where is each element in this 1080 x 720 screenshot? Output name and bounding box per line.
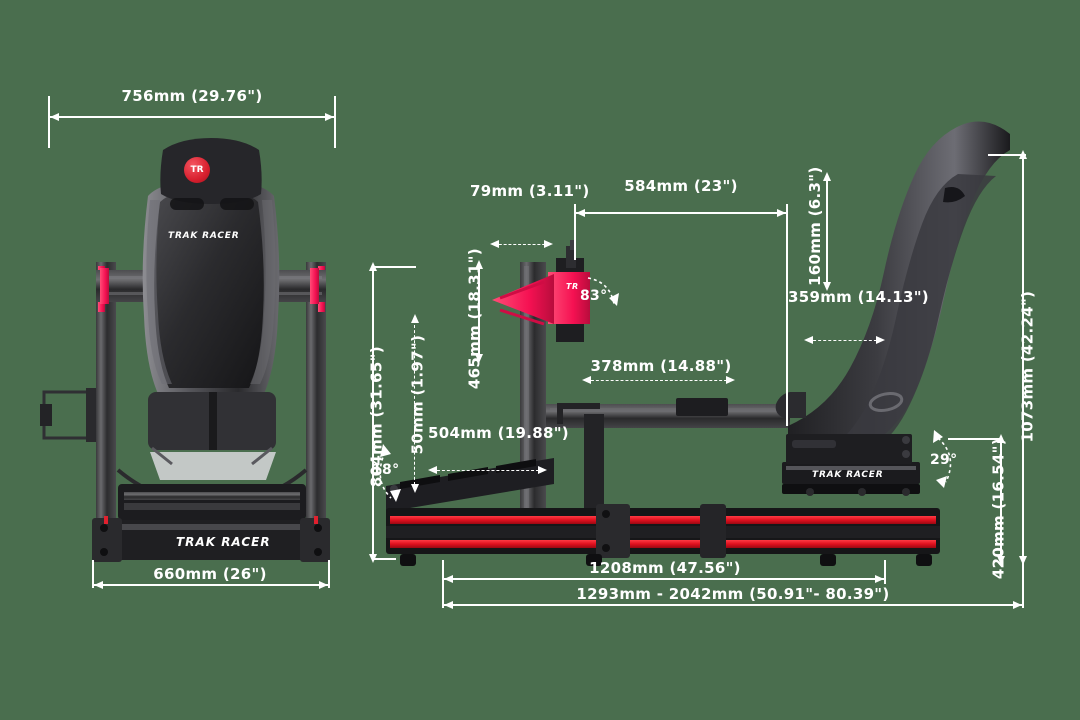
arrow-756-left [50,113,59,121]
dimline-420 [1000,440,1002,562]
arrow-1208-right [875,575,884,583]
arrow-584-right [777,209,786,217]
arrow-420-down [997,556,1005,565]
dim-wheel-plate-offset: 79mm (3.11") [470,182,590,200]
dim-seat-height: 420mm (16.54") [989,438,1008,580]
ext-660-left [92,560,94,588]
dim-wheel-angle: 83° [580,288,608,304]
ext-range-left [442,578,444,608]
arrow-465-down [475,354,483,363]
angle-arcs [379,277,952,499]
dimline-50 [414,320,415,490]
arrow-378-left [582,376,591,384]
dimline-range [444,604,1022,606]
front-view-art [40,138,330,562]
arc-29 [937,437,952,483]
ext-756-right [334,96,336,148]
arrow-range-right [1013,601,1022,609]
ext-584-right [786,204,788,426]
ext-420-top [948,438,1002,440]
arrow-50-down [411,484,419,493]
ext-804-top [372,266,416,268]
ext-804-bottom [372,558,396,560]
dim-pedal-plate-thickness: 50mm (1.97") [408,334,427,455]
arrow-504-left [428,466,437,474]
dim-pedal-plate-angle: 18° [372,462,400,478]
arrow-756-right [325,113,334,121]
dim-wheel-deck-depth: 504mm (19.88") [428,424,569,442]
dim-adjustable-length: 1293mm - 2042mm (50.91"- 80.39") [576,585,890,603]
dimline-1073 [1022,156,1024,562]
arrow-1073-down [1019,556,1027,565]
arc-83 [587,277,615,305]
dimline-804 [372,268,374,560]
arrow-79-right [544,240,553,248]
arc-18 [379,451,392,499]
dim-wheel-deck-height: 465mm (18.31") [465,248,484,390]
ext-range-right [1022,562,1024,608]
front-seat-brand: TRAK RACER [168,231,240,241]
dimline-756 [50,116,334,118]
side-seat-brand: TRAK RACER [812,470,884,480]
dimline-504 [432,470,544,471]
dimline-1208 [444,578,884,580]
arrow-range-left [444,601,453,609]
dimline-359 [808,340,882,341]
dim-seat-recline-angle: 29° [930,452,958,468]
dimline-160 [826,178,828,288]
dim-seat-slider-length: 359mm (14.13") [788,288,929,306]
dim-front-width-top: 756mm (29.76") [121,87,263,105]
logo-text: TR [190,165,204,175]
ext-1208-left [442,560,444,584]
dim-seat-back-height: 1073mm (42.24") [1018,290,1037,443]
dimline-465 [478,266,480,360]
ext-660-right [328,560,330,588]
dimline-660 [94,584,328,586]
dim-top-rail-height: 160mm (6.3") [806,166,824,287]
arrow-359-left [804,336,813,344]
dim-mid-rail-length: 378mm (14.88") [590,357,732,375]
dim-wheel-to-seat: 584mm (23") [624,177,738,195]
arrow-660-right [319,581,328,589]
wheel-plate-logo: TR [566,282,579,291]
arrow-465-up [475,260,483,269]
trak-racer-logo-badge: TR [184,157,210,183]
arrow-584-left [576,209,585,217]
front-base-brand: TRAK RACER [176,535,271,549]
ext-756-left [48,96,50,148]
arrow-660-left [94,581,103,589]
dim-base-length: 1208mm (47.56") [589,559,741,577]
arrow-79-left [490,240,499,248]
dimline-378 [586,380,732,381]
arrow-378-right [726,376,735,384]
ext-1073-top [988,154,1026,156]
dim-front-width-bottom: 660mm (26") [153,565,267,583]
arrow-160-up [823,172,831,181]
arrow-1208-left [444,575,453,583]
ext-584-left [574,204,576,260]
arrow-359-right [876,336,885,344]
arrow-504-right [538,466,547,474]
dimline-584 [576,212,786,214]
arrow-160-down [823,282,831,291]
side-view-art [386,121,1010,566]
arrow-50-up [411,314,419,323]
dimline-79 [494,244,550,245]
ext-1208-right [884,560,886,584]
